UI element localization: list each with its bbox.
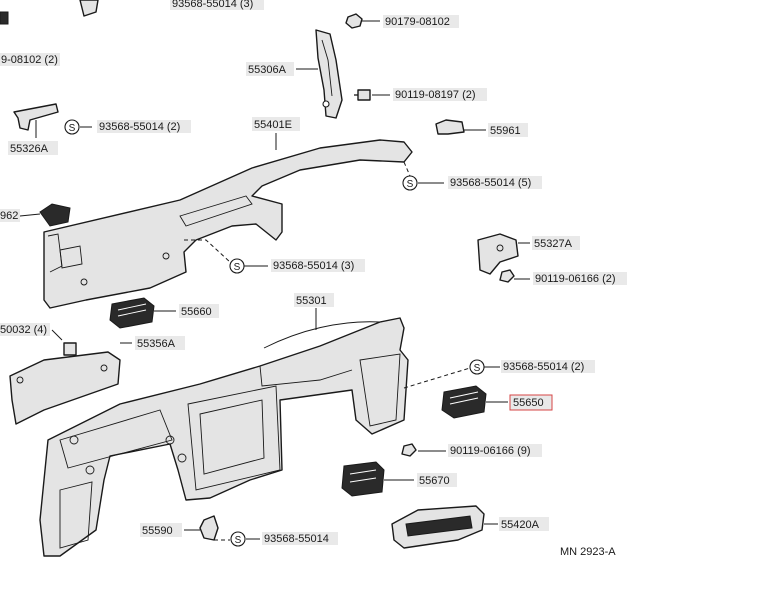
part-label-3-text: 55306A: [248, 64, 287, 76]
part-label-8: 55961: [488, 123, 528, 137]
part-label-10-text: 962: [0, 210, 18, 222]
part-label-22-text: 55420A: [501, 519, 540, 531]
part-label-23: 55590: [140, 523, 182, 537]
vent-55650: [441, 385, 487, 419]
top-left-clip: [0, 0, 99, 25]
part-label-5: 55401E: [252, 117, 300, 131]
part-label-4: 90119-08197 (2): [393, 88, 487, 101]
leader-lines: [19, 20, 530, 541]
bolt-90119-06166-a: [499, 269, 515, 283]
part-label-15-text: 55660: [181, 306, 212, 318]
vent-55660: [109, 297, 155, 329]
clip-symbol-3-text: S: [234, 262, 241, 273]
clip-symbol-3: S: [229, 258, 245, 274]
part-label-16-text: 50032 (4): [0, 324, 47, 336]
clip-55590: [199, 515, 219, 541]
part-label-19: 55650: [509, 394, 553, 411]
part-label-24-text: 93568-55014: [264, 533, 329, 545]
part-label-10: 962: [0, 209, 20, 222]
part-label-19-text: 55650: [513, 397, 544, 409]
bolt-90119-08197: [354, 89, 371, 101]
bolt-90119-06166-b: [401, 443, 417, 457]
clip-symbol-5: S: [230, 531, 246, 547]
part-label-1: 90179-08102: [383, 15, 459, 28]
vent-55670: [341, 461, 385, 497]
part-label-6-text: 55326A: [10, 143, 49, 155]
part-label-6: 55326A: [8, 141, 58, 155]
bracket-55327a: [477, 233, 519, 275]
panel-55301: [39, 317, 409, 557]
part-label-0-text: 93568-55014 (3): [172, 0, 253, 10]
part-label-13: 90119-06166 (2): [533, 272, 627, 285]
part-label-13-text: 90119-06166 (2): [535, 273, 616, 285]
part-label-7: 93568-55014 (2): [97, 120, 191, 133]
clip-symbol-1-text: S: [69, 123, 76, 134]
dash-pad-55401e: [43, 139, 413, 309]
clip-symbol-5-text: S: [235, 535, 242, 546]
bolt-50032: [63, 342, 77, 356]
part-label-9: 93568-55014 (5): [448, 176, 542, 189]
part-label-15: 55660: [179, 304, 219, 318]
part-label-8-text: 55961: [490, 125, 521, 137]
part-label-17-text: 55356A: [137, 338, 176, 350]
part-label-16: 50032 (4): [0, 323, 50, 336]
part-label-3: 55306A: [246, 62, 294, 76]
part-label-18-text: 93568-55014 (2): [503, 361, 584, 373]
part-label-22: 55420A: [499, 517, 549, 531]
part-label-20-text: 90119-06166 (9): [450, 445, 531, 457]
part-label-5-text: 55401E: [254, 119, 292, 131]
nut-90179: [345, 13, 363, 29]
part-label-14-text: 55301: [296, 295, 327, 307]
bracket-55306a: [315, 29, 343, 119]
clip-symbol-4-text: S: [474, 363, 481, 374]
part-label-0: 93568-55014 (3): [170, 0, 264, 10]
part-label-1-text: 90179-08102: [385, 16, 450, 28]
part-label-12: 93568-55014 (3): [271, 259, 365, 272]
part-label-21-text: 55670: [419, 475, 450, 487]
part-label-14: 55301: [294, 293, 334, 307]
clip-symbol-4: S: [469, 359, 485, 375]
part-label-4-text: 90119-08197 (2): [395, 89, 476, 101]
bracket-55326a: [13, 103, 59, 131]
part-label-9-text: 93568-55014 (5): [450, 177, 531, 189]
part-label-23-text: 55590: [142, 525, 173, 537]
part-label-21: 55670: [417, 473, 457, 487]
part-label-24: 93568-55014: [262, 532, 338, 545]
part-label-2: 9-08102 (2): [0, 53, 60, 66]
part-label-7-text: 93568-55014 (2): [99, 121, 180, 133]
cover-55961: [435, 119, 465, 135]
bezel-962: [39, 203, 71, 227]
drawing-code: MN 2923-A: [560, 546, 616, 558]
part-label-2-text: 9-08102 (2): [1, 54, 58, 66]
part-label-18: 93568-55014 (2): [501, 360, 595, 373]
clip-symbol-2: S: [402, 175, 418, 191]
bracket-55356a: [9, 351, 121, 425]
part-label-17: 55356A: [135, 336, 185, 350]
part-label-20: 90119-06166 (9): [448, 444, 542, 457]
part-label-11: 55327A: [532, 236, 580, 250]
part-label-11-text: 55327A: [534, 238, 573, 250]
clip-symbol-2-text: S: [407, 179, 414, 190]
label-highlight-box: [509, 394, 553, 411]
clip-symbol-1: S: [64, 119, 80, 135]
part-label-12-text: 93568-55014 (3): [273, 260, 354, 272]
vent-55420a: [391, 505, 485, 549]
